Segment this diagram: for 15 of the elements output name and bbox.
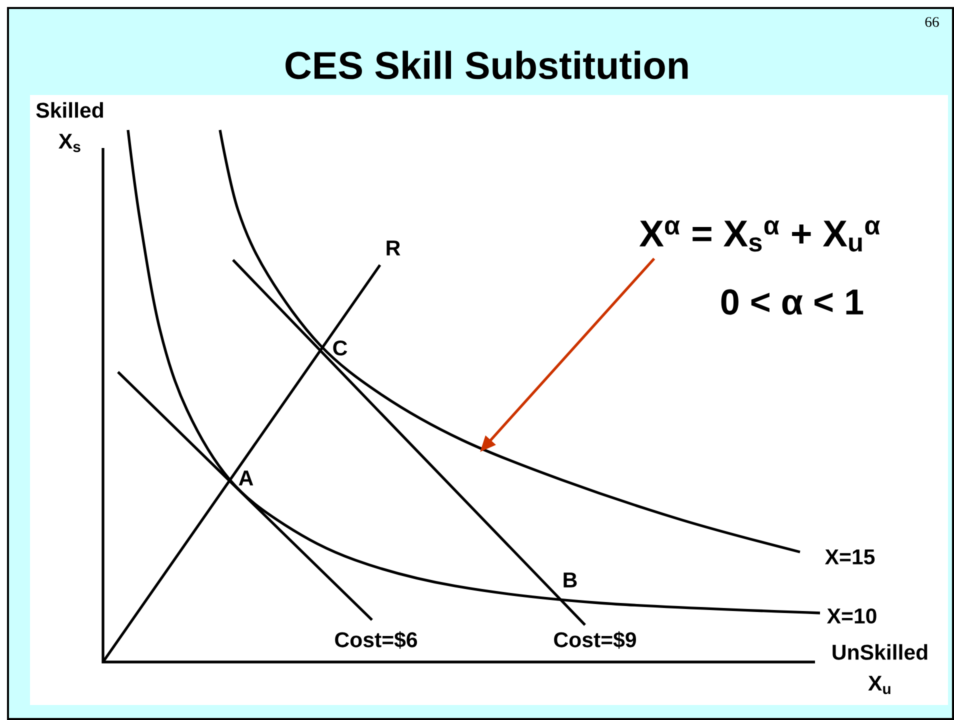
curve-label: X=10 bbox=[826, 608, 876, 624]
point-label: A bbox=[238, 470, 254, 486]
axis-label: X$_{s}$ bbox=[58, 134, 80, 152]
page-number: 66 bbox=[925, 17, 939, 27]
axis-label: Skilled bbox=[36, 102, 103, 118]
line-label: Cost=$6 bbox=[335, 631, 417, 649]
point-label: C bbox=[333, 340, 348, 356]
point-label: R bbox=[386, 240, 400, 256]
condition-text: 0 < α < 1 bbox=[721, 289, 864, 315]
curve-label: X=15 bbox=[824, 550, 875, 564]
axis-label: X$_{u}$ bbox=[868, 676, 890, 694]
slide-title: CES Skill Substitution bbox=[286, 50, 688, 80]
axis-label: UnSkilled bbox=[832, 644, 928, 660]
line-label: Cost=$9 bbox=[554, 631, 636, 649]
formula-text: X$^{α}$ = X$_{s}$$^{α}$ + X$_{u}$α bbox=[639, 220, 880, 252]
